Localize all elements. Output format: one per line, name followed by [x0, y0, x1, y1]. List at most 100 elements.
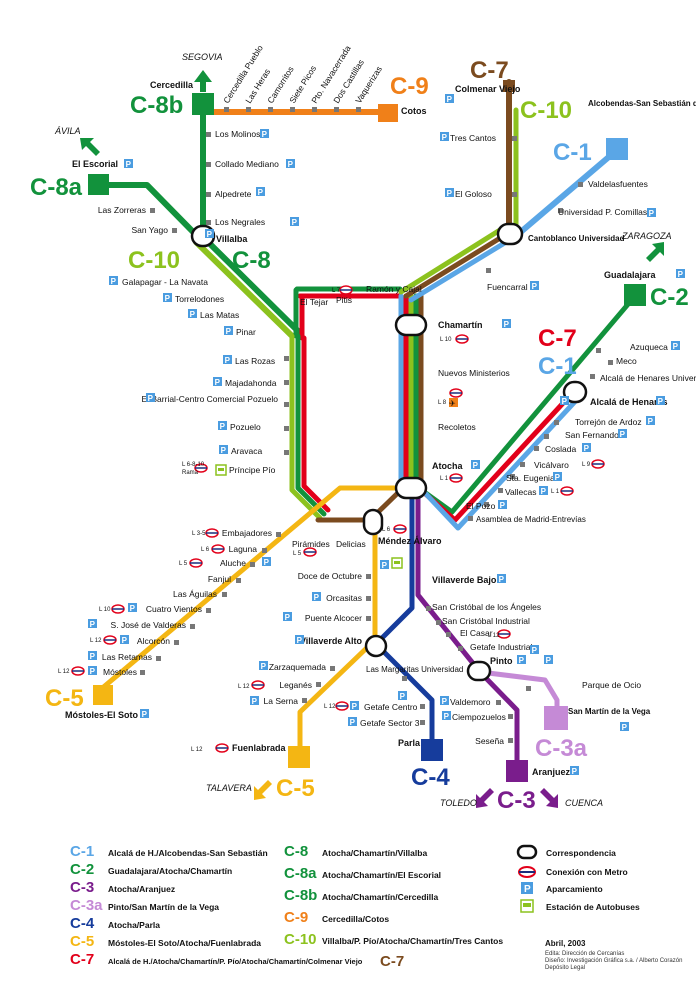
- line-west-green2[interactable]: [295, 333, 327, 517]
- station-torrejon[interactable]: Torrejón de Ardoz: [575, 417, 642, 427]
- station-mostoles[interactable]: Móstoles: [103, 667, 137, 677]
- interchange-atocha[interactable]: [394, 476, 428, 500]
- station-piramides[interactable]: Pirámides: [292, 539, 330, 549]
- station-las-margaritas[interactable]: Las Margaritas Universidad: [366, 665, 463, 674]
- badge-c2[interactable]: C-2: [650, 284, 689, 311]
- station-las-matas[interactable]: Las Matas: [200, 310, 239, 320]
- station-sta-eugenia[interactable]: Sta. Eugenia: [506, 473, 555, 483]
- station-principe-pio[interactable]: Príncipe Pío: [229, 465, 276, 475]
- badge-c9[interactable]: C-9: [390, 73, 429, 100]
- terminal-fuenlabrada[interactable]: [288, 746, 310, 768]
- line-west-green[interactable]: [289, 333, 323, 521]
- terminal-escorial[interactable]: [88, 174, 109, 195]
- station-el-barrial[interactable]: El Barrial-Centro Comercial Pozuelo: [141, 394, 278, 404]
- line-c5-south[interactable]: [297, 517, 378, 758]
- station-las-zorreras[interactable]: Las Zorreras: [98, 205, 146, 215]
- station-los-negrales[interactable]: Los Negrales: [215, 217, 265, 227]
- line-ne-c10[interactable]: [398, 227, 503, 295]
- line-east-c1[interactable]: [423, 391, 585, 531]
- station-mendez-alvaro[interactable]: Méndez Álvaro: [378, 536, 442, 546]
- station-nuevos-ministerios[interactable]: Nuevos Ministerios: [438, 368, 510, 378]
- line-west-red[interactable]: [301, 335, 331, 513]
- station-las-rozas[interactable]: Las Rozas: [235, 356, 275, 366]
- station-recoletos[interactable]: Recoletos: [438, 422, 476, 432]
- interchange-pinto[interactable]: [466, 660, 492, 682]
- badge-c8b[interactable]: C-8b: [130, 92, 183, 119]
- badge-c10-left[interactable]: C-10: [128, 247, 180, 274]
- station-las-retamas[interactable]: Las Retamas: [102, 652, 152, 662]
- station-el-tejar[interactable]: El Tejar: [300, 297, 328, 307]
- badge-c8[interactable]: C-8: [232, 247, 271, 274]
- terminal-sanmartin[interactable]: [544, 706, 568, 730]
- station-ramon-cajal[interactable]: Ramón y Cajal: [366, 284, 422, 294]
- station-el-pozo[interactable]: El Pozo: [466, 501, 496, 511]
- terminal-alcobendas[interactable]: [606, 138, 628, 160]
- station-puente-alcocer[interactable]: Puente Alcocer: [305, 613, 362, 623]
- station-aravaca[interactable]: Aravaca: [231, 446, 262, 456]
- badge-c3a[interactable]: C-3a: [535, 735, 588, 762]
- station-parque-ocio[interactable]: Parque de Ocio: [582, 680, 641, 690]
- badge-c1-top[interactable]: C-1: [553, 139, 592, 166]
- station-meco[interactable]: Meco: [616, 356, 637, 366]
- station-atocha[interactable]: Atocha: [432, 461, 463, 471]
- line-ne-c1[interactable]: [408, 233, 519, 303]
- station-cuatro-vientos[interactable]: Cuatro Vientos: [146, 604, 202, 614]
- station-la-serna[interactable]: La Serna: [264, 696, 299, 706]
- badge-c3[interactable]: C-3: [497, 787, 536, 814]
- station-upcomillas[interactable]: Universidad P. Comillas: [558, 207, 647, 217]
- station-alpedrete[interactable]: Alpedrete: [215, 189, 252, 199]
- station-collado-mediano[interactable]: Collado Mediano: [215, 159, 279, 169]
- station-el-goloso[interactable]: El Goloso: [455, 189, 492, 199]
- station-cantoblanco[interactable]: Cantoblanco Universidad: [528, 234, 625, 243]
- interchange-chamartin[interactable]: [394, 313, 428, 337]
- station-valdelasfuentes[interactable]: Valdelasfuentes: [588, 179, 648, 189]
- station-los-molinos[interactable]: Los Molinos: [215, 129, 260, 139]
- interchange-cantoblanco[interactable]: [496, 222, 524, 246]
- terminal-mostoles[interactable]: [93, 685, 113, 705]
- station-san-cristobal-angeles[interactable]: San Cristóbal de los Ángeles: [432, 602, 541, 612]
- terminal-parla[interactable]: [421, 739, 443, 761]
- line-c1-alcobendas[interactable]: [513, 147, 620, 239]
- line-c10-villalba[interactable]: [193, 239, 295, 339]
- station-el-casar[interactable]: El Casar: [460, 628, 493, 638]
- interchange-villaverde-alto[interactable]: [364, 634, 388, 658]
- station-vicalvaro[interactable]: Vicálvaro: [534, 460, 569, 470]
- station-pozuelo[interactable]: Pozuelo: [230, 422, 261, 432]
- line-ne-c7[interactable]: [403, 229, 513, 299]
- station-leganes[interactable]: Leganés: [279, 680, 312, 690]
- station-orcasitas[interactable]: Orcasitas: [326, 593, 362, 603]
- line-c5-west[interactable]: [97, 485, 407, 693]
- station-villaverde-bajo[interactable]: Villaverde Bajo: [432, 575, 497, 585]
- badge-c5-left[interactable]: C-5: [45, 685, 84, 712]
- interchange-mendez[interactable]: [362, 508, 384, 536]
- terminal-cercedilla[interactable]: [192, 93, 214, 115]
- terminal-guadalajara[interactable]: [624, 284, 646, 306]
- station-doce-octubre[interactable]: Doce de Octubre: [298, 571, 363, 581]
- station-tres-cantos[interactable]: Tres Cantos: [450, 133, 496, 143]
- badge-c5-bottom[interactable]: C-5: [276, 775, 315, 802]
- station-valdemoro[interactable]: Valdemoro: [450, 697, 491, 707]
- station-torrelodones[interactable]: Torrelodones: [175, 294, 224, 304]
- station-zarzaquemada[interactable]: Zarzaquemada: [269, 662, 326, 672]
- station-azuqueca[interactable]: Azuqueca: [630, 342, 668, 352]
- terminal-aranjuez[interactable]: [506, 760, 528, 782]
- station-villalba[interactable]: Villalba: [216, 234, 248, 244]
- line-c8-villalba[interactable]: [201, 235, 302, 335]
- station-asamblea[interactable]: Asamblea de Madrid-Entrevías: [476, 515, 586, 524]
- station-pitis[interactable]: Pitis: [336, 295, 352, 305]
- badge-c7-right[interactable]: C-7: [538, 325, 577, 352]
- station-aluche[interactable]: Aluche: [220, 558, 246, 568]
- station-fanjul[interactable]: Fanjul: [208, 574, 231, 584]
- badge-c7-top[interactable]: C-7: [470, 57, 509, 84]
- station-ciempozuelos[interactable]: Ciempozuelos: [452, 712, 506, 722]
- line-south-brown[interactable]: [315, 483, 408, 523]
- station-galapagar[interactable]: Galapagar - La Navata: [122, 277, 208, 287]
- station-majadahonda[interactable]: Majadahonda: [225, 378, 277, 388]
- station-getafe-centro[interactable]: Getafe Centro: [364, 702, 418, 712]
- station-san-cristobal-industrial[interactable]: San Cristóbal Industrial: [442, 616, 530, 626]
- station-delicias[interactable]: Delicias: [336, 539, 366, 549]
- station-pinto[interactable]: Pinto: [490, 656, 513, 666]
- station-fuencarral[interactable]: Fuencarral: [487, 282, 528, 292]
- interchange-alcala[interactable]: [562, 380, 588, 404]
- station-coslada[interactable]: Coslada: [545, 444, 576, 454]
